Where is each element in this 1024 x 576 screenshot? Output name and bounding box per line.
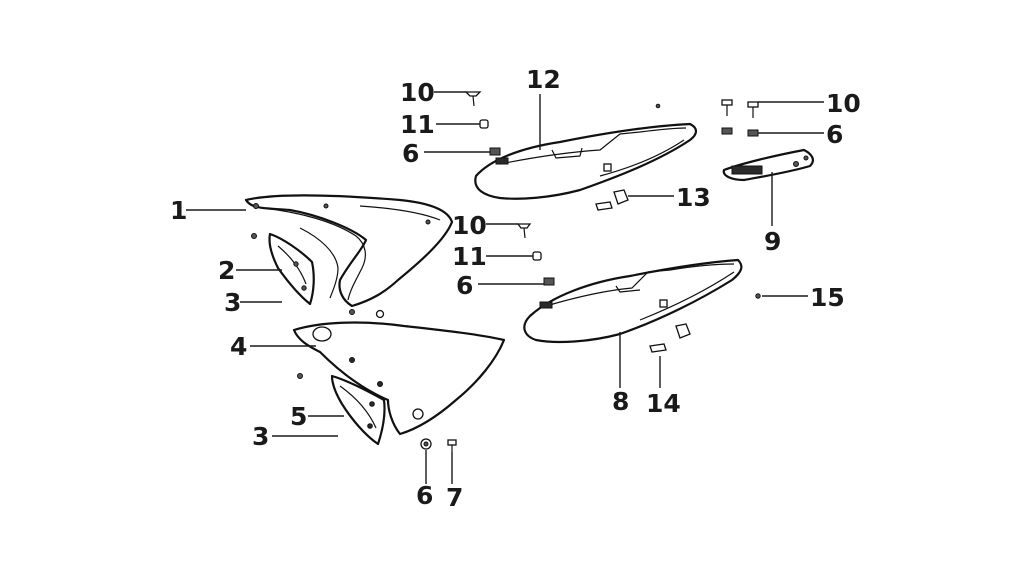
- part-12-upper-rear-cowl: [474, 103, 698, 200]
- part-2-inner-panel: [251, 232, 315, 306]
- part-14-screw-and-nut: [649, 323, 691, 353]
- part-6-nuts-right: [721, 127, 759, 137]
- callout-11-upper: 11: [400, 110, 435, 139]
- callout-4: 4: [230, 332, 247, 361]
- callout-6-right: 6: [826, 120, 843, 149]
- part-1-front-side-cover: [244, 194, 454, 308]
- callout-labels: 1 2 3 3 4 5 6 6 6 6 6 7 8 9 10 10 10 11 …: [170, 65, 861, 512]
- part-10-screws-right: [721, 99, 759, 118]
- part-6-nut-bottom: [420, 438, 432, 450]
- callout-3-upper: 3: [224, 288, 241, 317]
- callout-6-upper-left: 6: [402, 139, 419, 168]
- part-6-nut-middle: [543, 277, 555, 286]
- callout-12: 12: [526, 65, 561, 94]
- callout-10-right: 10: [826, 89, 861, 118]
- part-4-main-side-panel: [292, 309, 506, 436]
- part-11-clip-upper: [479, 119, 489, 129]
- part-13-screw-and-nut: [595, 189, 629, 211]
- part-8-lower-rear-cowl: [523, 258, 743, 344]
- callout-15: 15: [810, 283, 845, 312]
- callout-2: 2: [218, 256, 235, 285]
- part-11-clip-middle: [532, 251, 542, 261]
- leader-lines: [186, 91, 824, 484]
- callout-3-lower: 3: [252, 422, 269, 451]
- part-5-lower-inner-panel: [330, 374, 386, 446]
- callout-7: 7: [446, 483, 463, 512]
- part-10-screw-upper-left: [464, 91, 482, 107]
- callout-1: 1: [170, 196, 187, 225]
- callout-8: 8: [612, 387, 629, 416]
- callout-5: 5: [290, 402, 307, 431]
- callout-6-bottom: 6: [416, 481, 433, 510]
- callout-10-upper-left: 10: [400, 78, 435, 107]
- part-9-bracket: [722, 148, 814, 182]
- part-7-screw-bottom: [447, 439, 457, 452]
- callout-10-middle: 10: [452, 211, 487, 240]
- part-6-nut-upper: [489, 147, 501, 156]
- callout-9: 9: [764, 227, 781, 256]
- callout-6-middle: 6: [456, 271, 473, 300]
- callout-13: 13: [676, 183, 711, 212]
- callout-11-middle: 11: [452, 242, 487, 271]
- part-15-clip: [755, 293, 761, 299]
- part-10-screw-middle: [516, 223, 532, 239]
- callout-14: 14: [646, 389, 681, 418]
